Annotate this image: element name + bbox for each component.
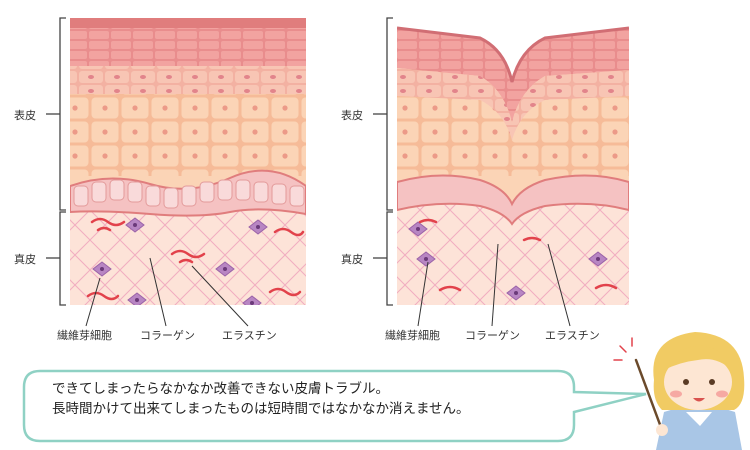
right-fibroblast-label: 繊維芽細胞	[385, 327, 440, 343]
right-collagen-label: コラーゲン	[465, 327, 520, 343]
woman-character	[614, 332, 744, 450]
right-wrinkled-cross-section	[397, 18, 629, 305]
right-dermis-label: 真皮	[341, 251, 363, 267]
right-layer-brackets	[373, 18, 393, 305]
bubble-line-1: できてしまったらなかなか改善できない皮膚トラブル。	[52, 380, 389, 399]
left-elastin-label: エラスチン	[222, 327, 277, 343]
left-dermis-label: 真皮	[14, 251, 36, 267]
right-epidermis-label: 表皮	[341, 107, 363, 123]
bubble-line-2: 長時間かけて出来てしまったものは短時間ではなかなか消えません。	[52, 400, 470, 419]
left-skin-cross-section	[70, 18, 306, 310]
left-layer-brackets	[46, 18, 66, 305]
left-collagen-label: コラーゲン	[140, 327, 195, 343]
right-elastin-label: エラスチン	[545, 327, 600, 343]
left-fibroblast-label: 繊維芽細胞	[57, 327, 112, 343]
left-epidermis-label: 表皮	[14, 107, 36, 123]
